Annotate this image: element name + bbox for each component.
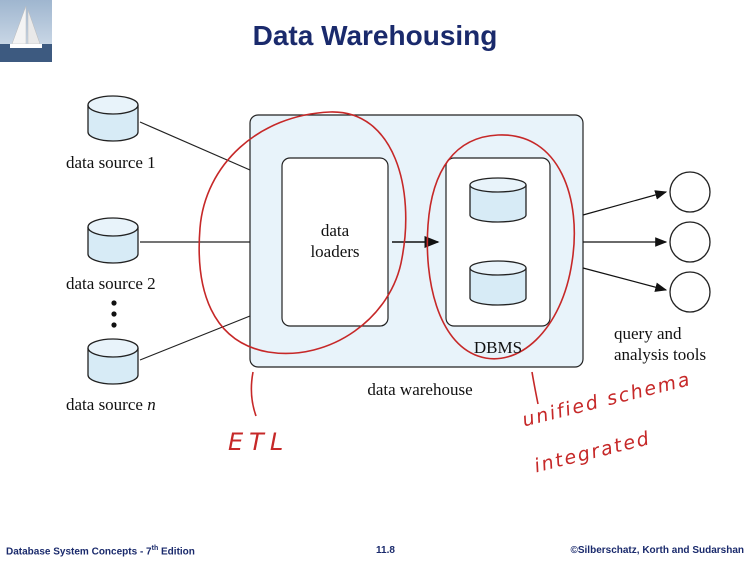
data-source-2-label: data source 2 [66, 274, 156, 293]
data-source-n-cylinder-icon [87, 338, 139, 385]
etl-annotation-stroke [250, 371, 257, 417]
footer-copyright: ©Silberschatz, Korth and Sudarshan [570, 545, 744, 556]
output-arrow-1 [582, 190, 668, 216]
dbms-annotation-loop [426, 134, 576, 360]
dbms-annotation-stroke [531, 371, 539, 405]
data-loaders-label-line1: data [320, 221, 350, 240]
etl-annotation-loop [198, 111, 407, 355]
query-tool-circle-3 [669, 271, 711, 313]
data-loaders-box [281, 157, 389, 327]
footer-edition-sup: th [151, 545, 159, 552]
query-tools-label-line1: query and [614, 324, 682, 343]
etl-annotation-text: ETL [228, 428, 290, 456]
data-source-1-cylinder-icon [87, 95, 139, 142]
dbms-label: DBMS [473, 338, 523, 357]
data-source-n-label-text: data source [66, 395, 148, 414]
data-warehouse-label: data warehouse [367, 380, 473, 399]
source-1-connector [139, 121, 251, 171]
query-tool-circle-2 [669, 221, 711, 263]
data-source-2-cylinder-icon [87, 217, 139, 264]
data-source-n-label-suffix: n [147, 395, 156, 414]
query-tools-label-line2: analysis tools [614, 345, 707, 364]
footer-book-title: Database System Concepts - 7th Edition [6, 545, 195, 557]
data-loaders-label-line2: loaders [310, 242, 360, 261]
dbms-bottom-cylinder-icon [469, 260, 527, 306]
dbms-top-cylinder-icon [469, 177, 527, 223]
footer-edition-suffix: Edition [158, 546, 195, 558]
data-source-n-label: data source n [66, 395, 156, 415]
output-arrow-3 [582, 267, 668, 292]
data-source-1-label: data source 1 [66, 153, 156, 172]
query-tool-circle-1 [669, 171, 711, 213]
ellipsis-dots-icon [111, 300, 117, 328]
sailboat-logo-icon [0, 0, 52, 62]
slide-title: Data Warehousing [252, 20, 498, 51]
footer-page-number: 11.8 [376, 545, 395, 556]
footer-book-title-text: Database System Concepts - 7 [6, 546, 152, 558]
source-n-connector [139, 315, 251, 361]
